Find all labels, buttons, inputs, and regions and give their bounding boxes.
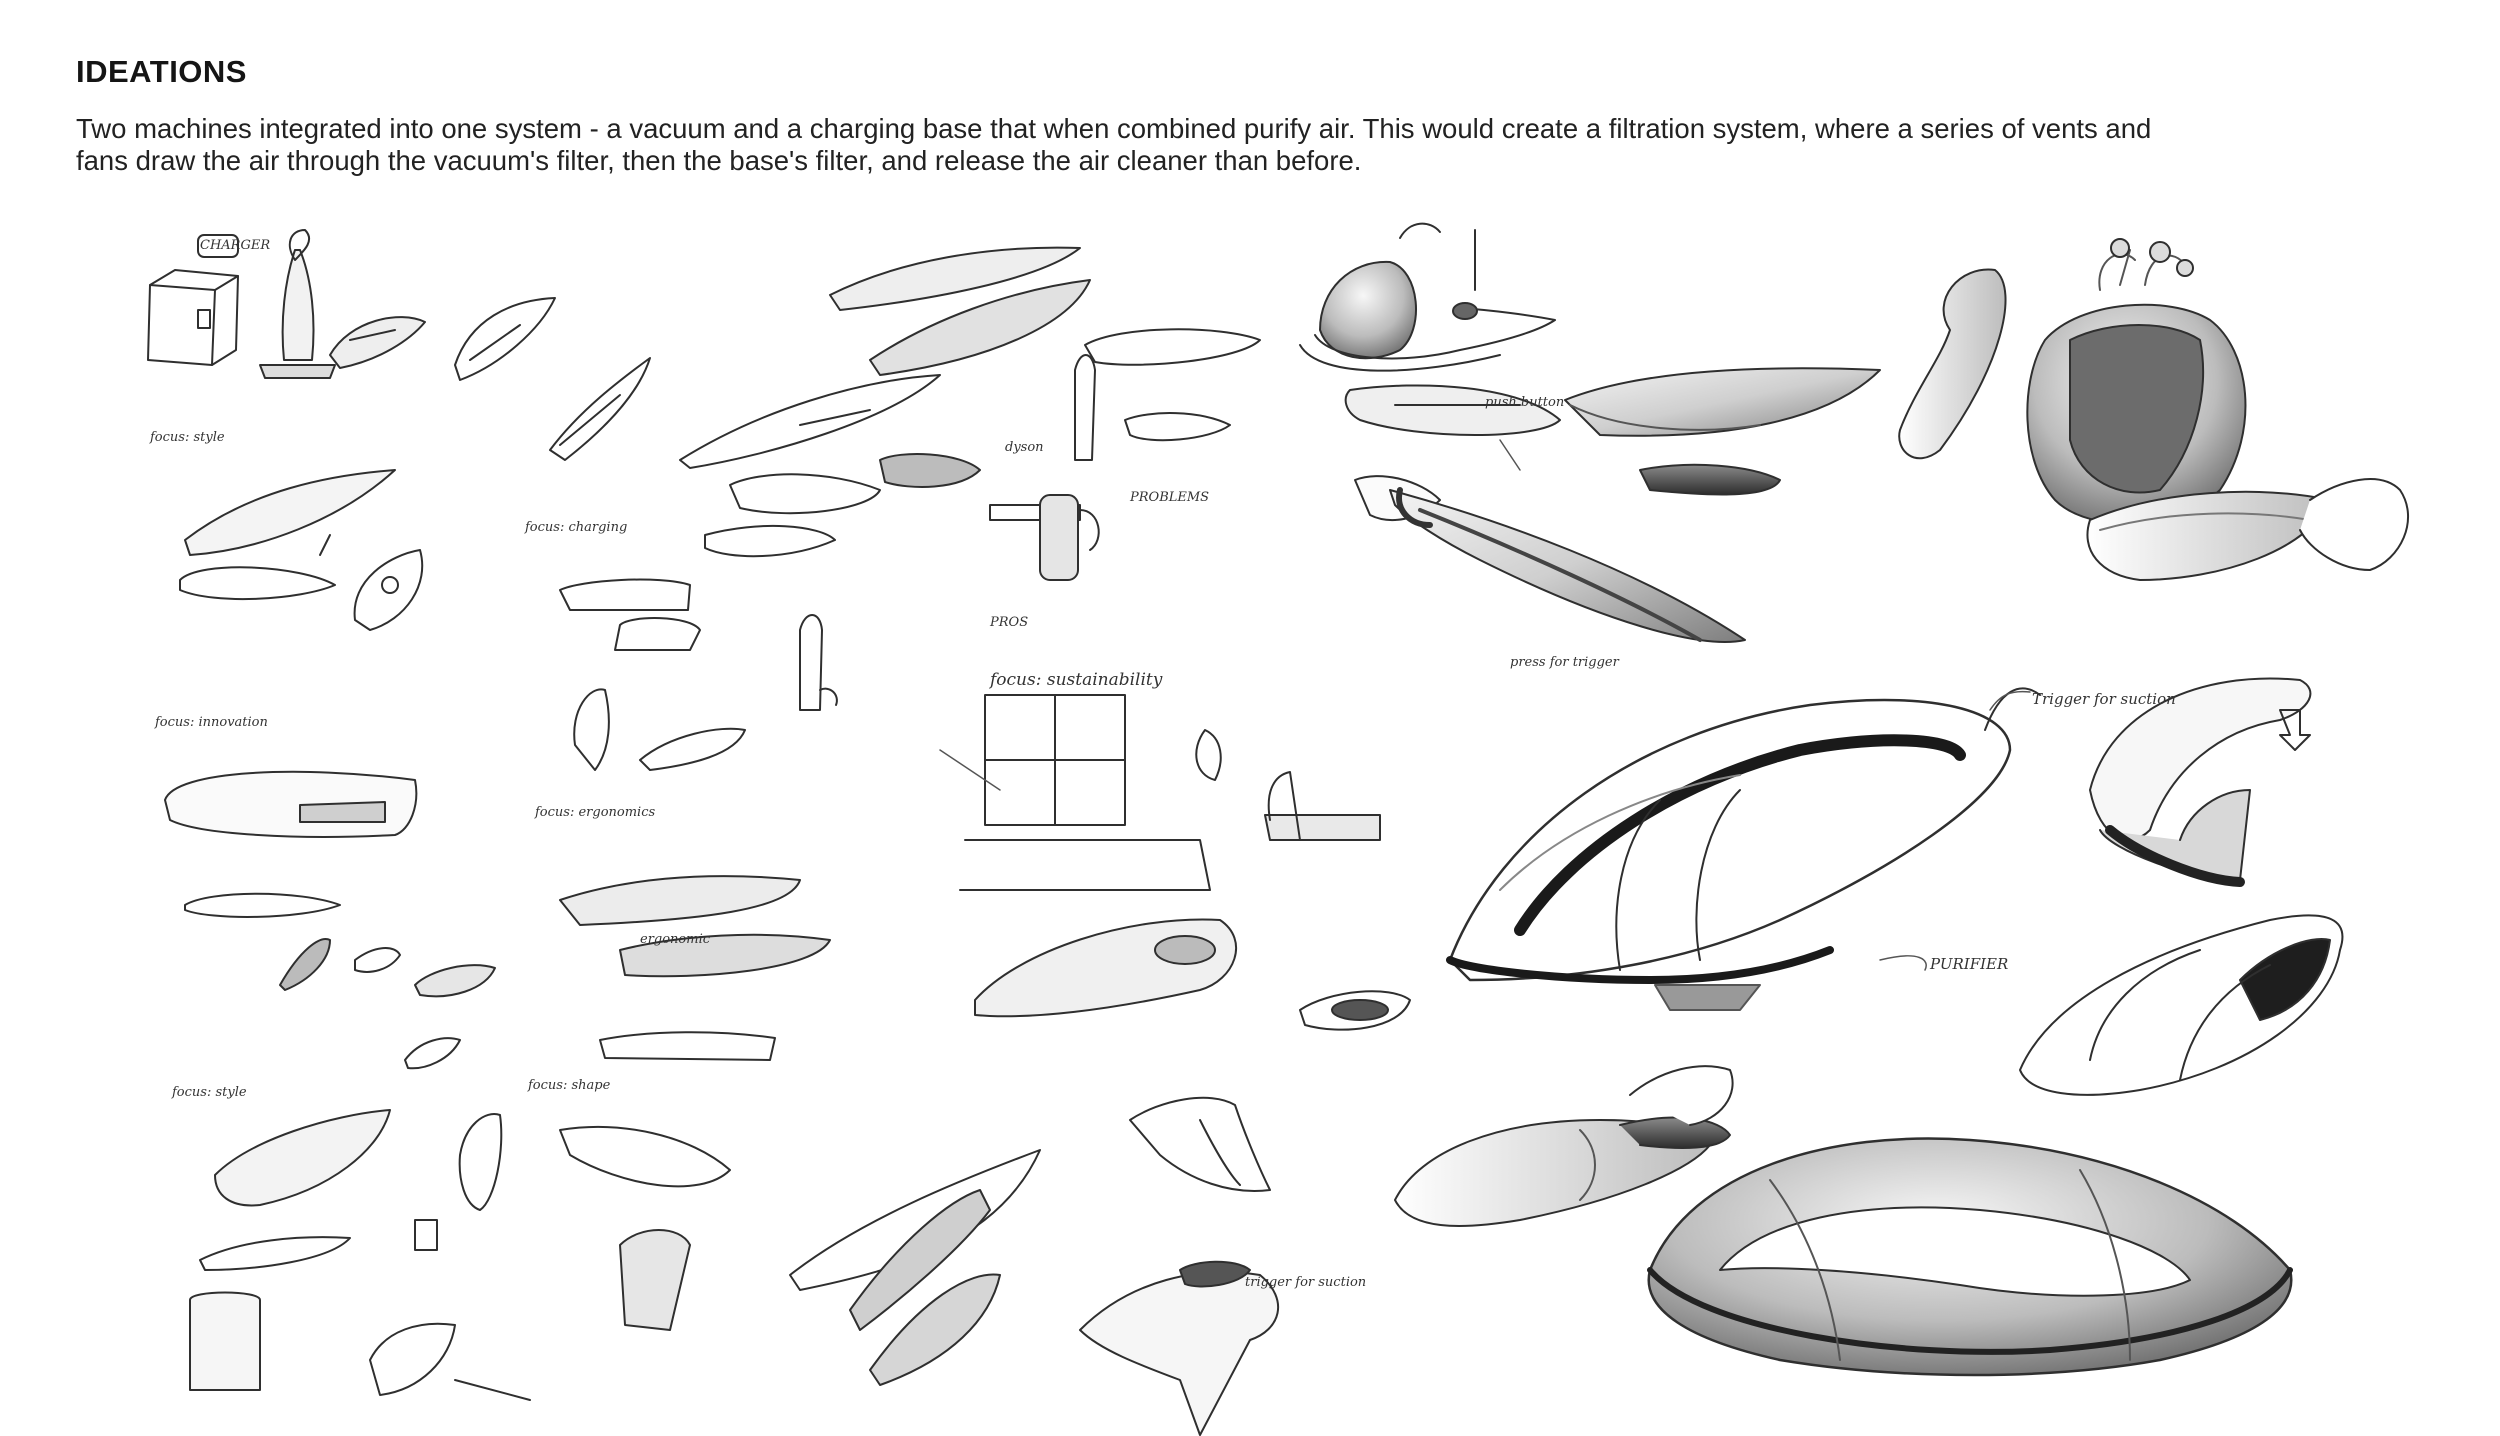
annotation-focus-ergonomics: focus: ergonomics [535,805,656,820]
stacked-vacuum-sketch [704,453,981,558]
sleek-vacuum-render-right [2019,914,2344,1096]
teardrop-vacuum-sketch [353,549,424,631]
capsule-vacuum-sketch [164,770,496,1070]
dyson-style-vacuum-sketch [989,328,1261,581]
annotation-pros: PROS [990,615,1029,630]
page-title: IDEATIONS [76,54,247,89]
sketch-canvas [147,222,2410,1436]
pod-vacuum-sketch [974,918,1411,1031]
window-purifier-sketch [959,694,1381,891]
main-purifier-concept-render [1446,687,2041,1011]
ergonomic-vacuum-sketch [559,875,831,1061]
tapered-vacuum-sketch [549,357,651,461]
annotation-focus-style: focus: style [150,430,225,445]
planter-purifier-render [2026,238,2247,525]
annotation-purifier: PURIFIER [1930,955,2009,973]
annotation-dyson: dyson [1005,440,1044,455]
curved-vacuum-sketch-bottom [559,1125,1041,1386]
annotation-focus-shape: focus: shape [528,1078,611,1093]
handheld-vacuum-sketch-2 [454,297,556,381]
charging-station-sketch [147,229,336,379]
intro-paragraph: Two machines integrated into one system … [76,113,2152,176]
annotation-ergonomic: ergonomic [640,932,711,947]
annotation-focus-innovation: focus: innovation [155,715,268,730]
paddle-vacuum-render [1898,268,2007,460]
annotation-leader-lines [939,439,2031,971]
handle-vacuum-sketch-bottom [1079,1096,1279,1436]
annotation-push-button: push button [1485,395,1565,410]
dome-purifier-render-bottom [1647,1137,2293,1377]
annotation-trigger-button: trigger for suction [1245,1275,1367,1290]
annotation-trigger-suction: Trigger for suction [2032,690,2176,708]
round-purifier-render [1299,222,1556,372]
flat-vacuum-sketch-row4 [189,1109,531,1401]
iron-form-vacuum-sketch [559,578,838,771]
scoop-vacuum-render [1564,367,1881,496]
annotation-focus-style-2: focus: style [172,1085,247,1100]
annotation-problems: PROBLEMS [1130,490,1210,505]
wedge-vacuum-sketch-top [679,246,1091,469]
slim-vacuum-sketch-row2 [179,469,396,601]
sketch-board: focus: style focus: charging focus: inno… [0,190,2500,1436]
annotation-focus-sustainability: focus: sustainability [990,670,1163,690]
annotation-press-for-trigger: press for trigger [1510,655,1619,670]
hand-vacuum-render-bottom [1394,1065,1734,1227]
annotation-charger: CHARGER [200,238,271,253]
sleek-vacuum-render [1344,384,1561,436]
dock-vacuum-render-right [2089,677,2312,887]
hand-holding-vacuum-render-right [2086,478,2410,581]
hand-held-vacuum-render [1354,475,1746,643]
handheld-vacuum-sketch-1 [329,316,426,369]
annotation-focus-charging: focus: charging [525,520,628,535]
